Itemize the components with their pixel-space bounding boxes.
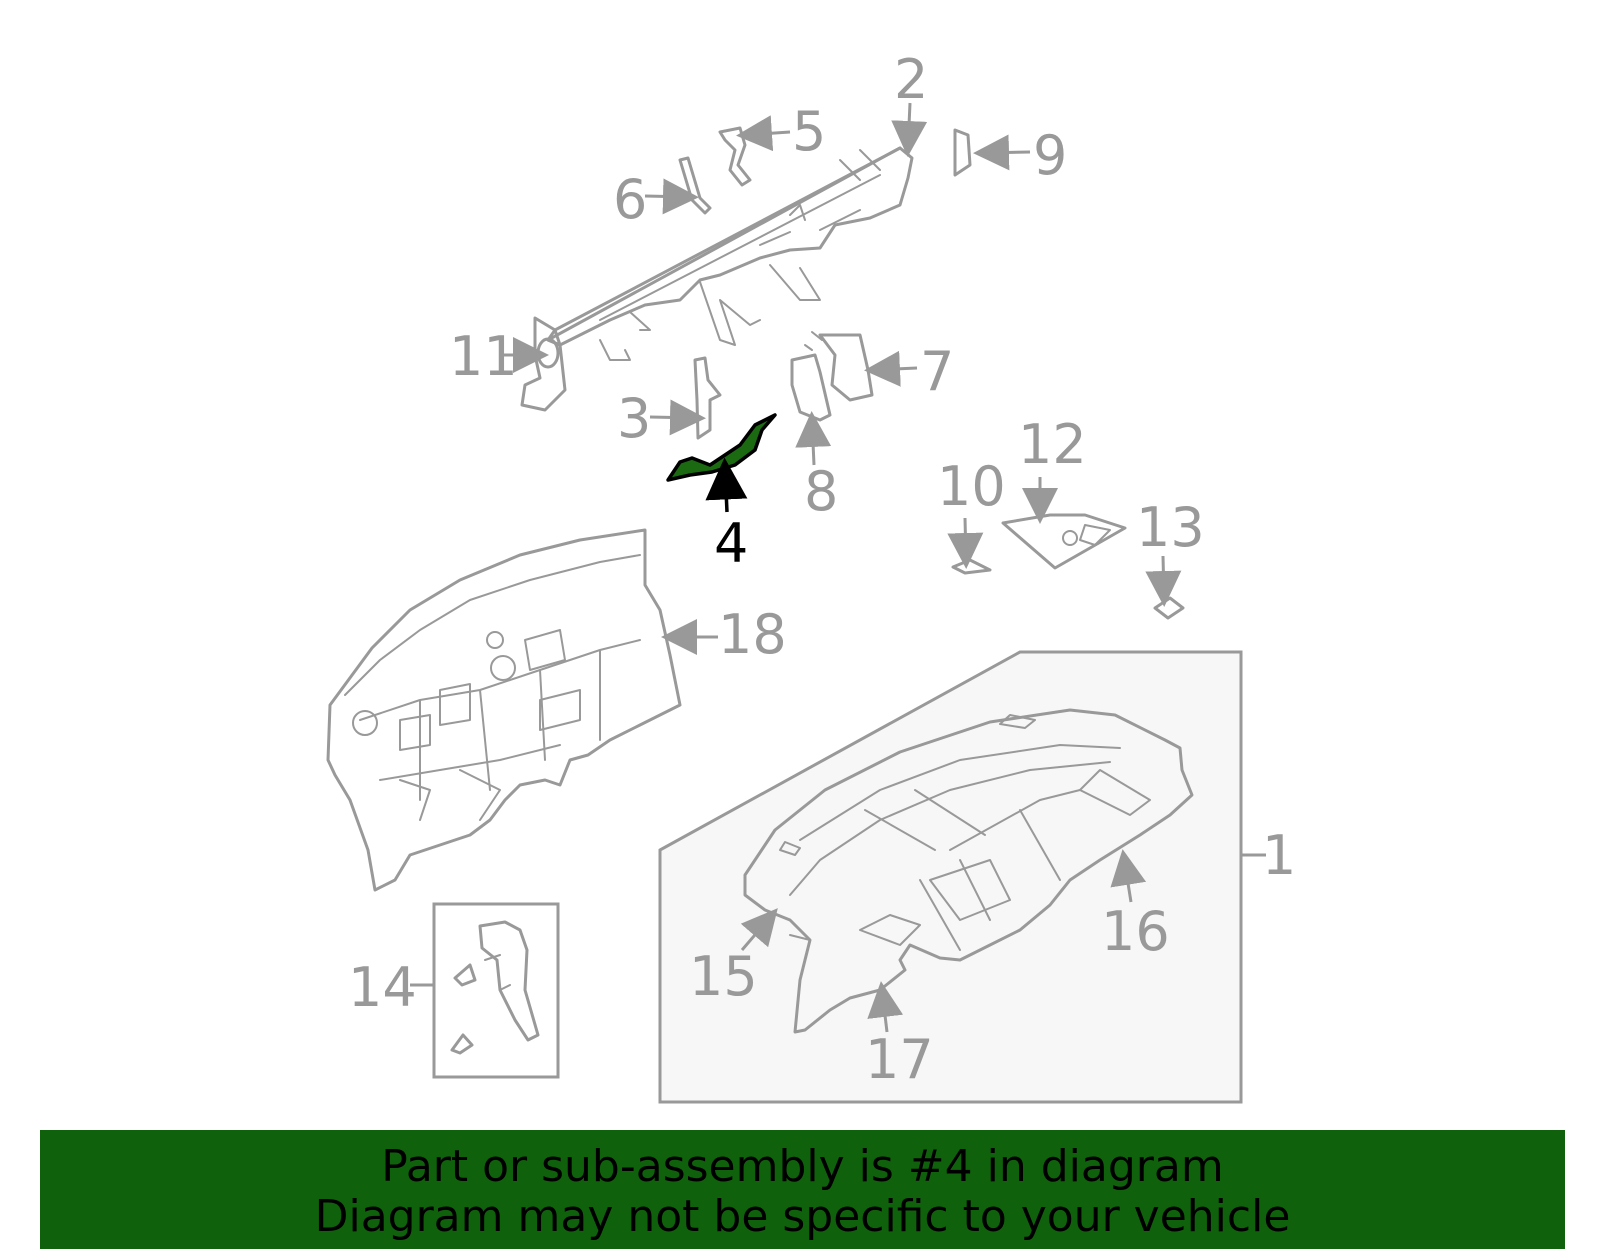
callout-1: 1 — [1262, 824, 1296, 887]
cross-car-beam-part — [546, 146, 914, 361]
callout-15: 15 — [689, 945, 758, 1008]
sub-assembly-14-parts — [450, 920, 540, 1055]
callout-17: 17 — [865, 1028, 934, 1091]
callout-11: 11 — [449, 325, 518, 388]
bracket-8-part — [790, 353, 832, 422]
brace-3-part — [693, 356, 722, 440]
bracket-5-part — [718, 126, 752, 187]
highlighted-part-4 — [666, 413, 777, 482]
trim-panel-12-part — [1001, 513, 1127, 570]
callout-13: 13 — [1136, 496, 1205, 559]
callout-16: 16 — [1101, 900, 1170, 963]
callout-4: 4 — [714, 512, 748, 575]
banner-line-disclaimer: Diagram may not be specific to your vehi… — [314, 1191, 1291, 1242]
callout-5: 5 — [792, 100, 826, 163]
callout-9: 9 — [1033, 124, 1067, 187]
clip-10-part — [951, 558, 992, 575]
bracket-6-part — [678, 156, 712, 215]
callout-10: 10 — [937, 455, 1006, 518]
bracket-7-detail — [804, 331, 823, 351]
leader-lines — [410, 102, 1266, 1033]
bracket-7-part — [818, 333, 874, 402]
bracket-9-part — [953, 128, 972, 177]
instrument-panel-assembly-box — [658, 650, 1243, 1104]
left-bracket-part — [520, 316, 567, 412]
callout-labels: 1 2 3 4 5 6 7 8 9 10 11 12 13 14 15 16 1… — [348, 48, 1296, 1091]
callout-14: 14 — [348, 956, 417, 1019]
callout-3: 3 — [617, 387, 651, 450]
callout-2: 2 — [894, 48, 928, 111]
sub-assembly-14-box — [432, 902, 560, 1079]
callout-7: 7 — [920, 340, 954, 403]
banner-line-part-number: Part or sub-assembly is #4 in diagram — [381, 1141, 1224, 1192]
callout-18: 18 — [718, 603, 787, 666]
callout-12: 12 — [1018, 413, 1087, 476]
instrument-panel-part — [743, 708, 1194, 1034]
callout-8: 8 — [804, 460, 838, 523]
clip-13-part — [1153, 596, 1185, 620]
callout-6: 6 — [613, 168, 647, 231]
dash-panel-part — [326, 528, 682, 892]
info-banner: Part or sub-assembly is #4 in diagram Di… — [40, 1130, 1565, 1249]
